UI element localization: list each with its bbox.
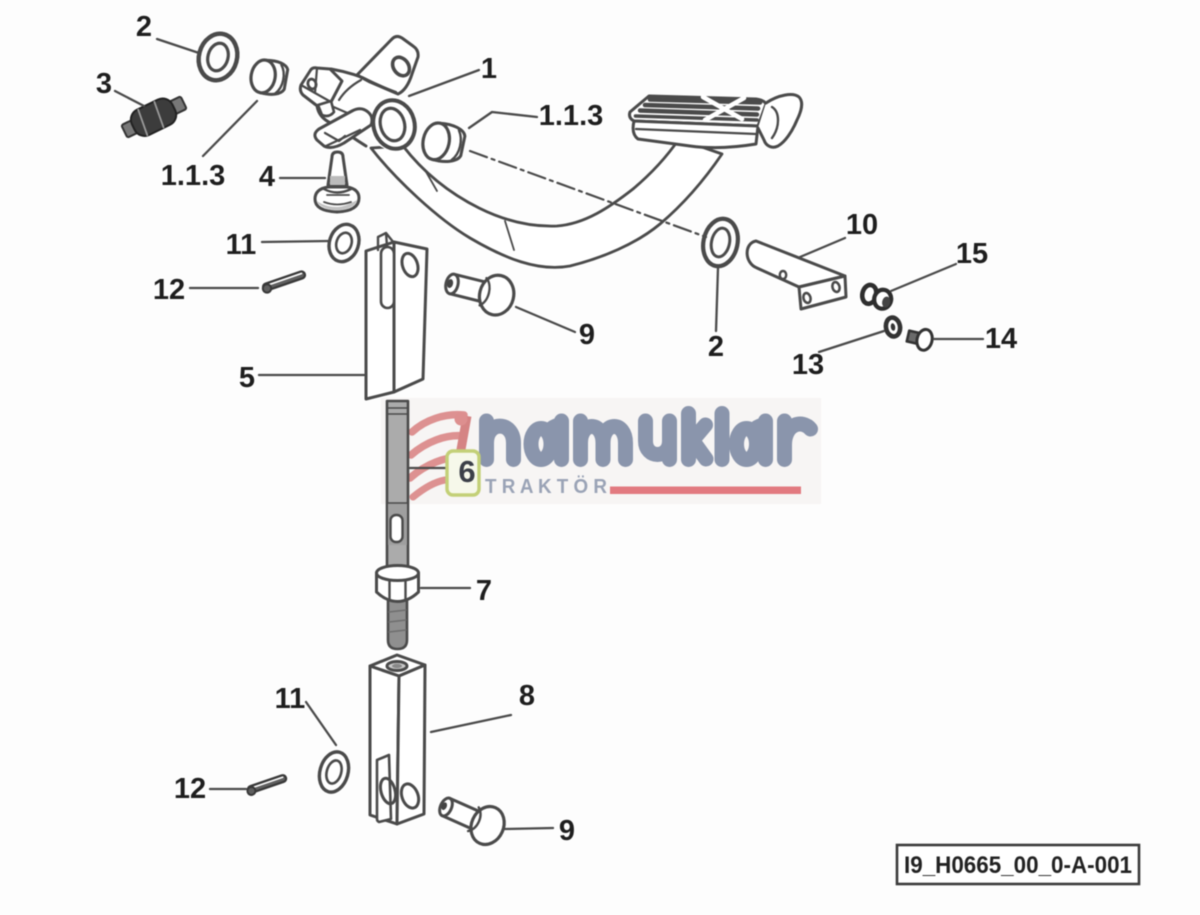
svg-text:8: 8 [519,680,535,712]
svg-text:7: 7 [476,575,492,607]
svg-text:11: 11 [275,683,306,715]
svg-text:I9_H0665_00_0-A-001: I9_H0665_00_0-A-001 [904,852,1132,879]
svg-text:14: 14 [985,323,1017,355]
svg-text:1.1.3: 1.1.3 [161,160,226,192]
svg-text:15: 15 [956,238,988,270]
svg-text:9: 9 [579,319,595,351]
svg-text:6: 6 [458,454,475,489]
svg-text:5: 5 [239,362,255,394]
svg-text:1.1.3: 1.1.3 [539,100,604,132]
svg-text:12: 12 [153,274,185,306]
svg-text:11: 11 [226,229,257,261]
svg-text:3: 3 [96,68,112,100]
svg-text:12: 12 [174,773,206,805]
svg-text:13: 13 [792,349,824,381]
svg-text:10: 10 [846,209,878,241]
svg-text:4: 4 [259,161,275,193]
svg-text:T R A K T Ö R: T R A K T Ö R [485,475,608,498]
svg-text:2: 2 [136,11,152,43]
svg-text:1: 1 [481,53,497,85]
svg-text:9: 9 [559,815,575,847]
svg-text:2: 2 [708,331,724,363]
